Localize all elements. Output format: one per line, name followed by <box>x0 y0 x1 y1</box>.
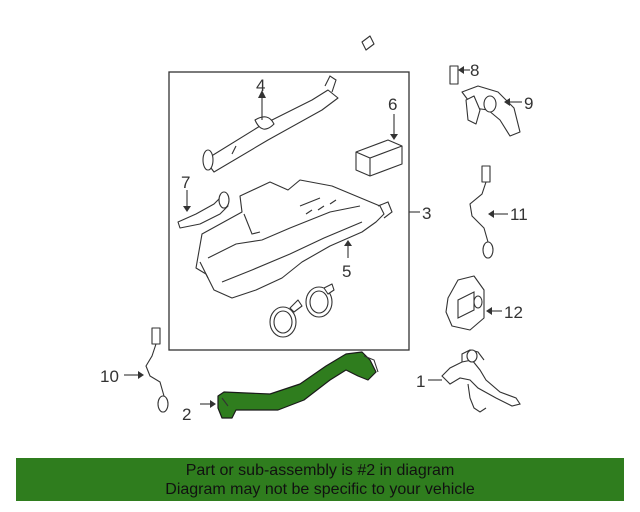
callout-7: 7 <box>181 173 190 192</box>
part-10-sensor <box>145 327 169 413</box>
part-7-nozzle <box>177 191 230 229</box>
callout-10: 10 <box>100 367 119 386</box>
assembly-box <box>168 71 410 351</box>
clamp-right <box>305 283 335 318</box>
callout-6: 6 <box>388 95 397 114</box>
callout-8: 8 <box>470 61 479 80</box>
clamp-left <box>269 299 303 338</box>
callout-5: 5 <box>342 262 351 281</box>
info-banner: Part or sub-assembly is #2 in diagram Di… <box>16 458 624 501</box>
part-8-tube <box>361 35 459 85</box>
callout-12: 12 <box>504 303 523 322</box>
banner-line-1: Part or sub-assembly is #2 in diagram <box>185 462 455 479</box>
part-1-hose <box>441 349 521 413</box>
part-9-bracket <box>461 85 521 137</box>
callout-4: 4 <box>256 76 265 95</box>
part-5-housing <box>195 179 393 299</box>
banner-line-2: Diagram may not be specific to your vehi… <box>165 481 475 498</box>
part-2-hose-highlighted <box>217 351 379 419</box>
parts-diagram: 3 4 6 7 5 <box>100 35 533 424</box>
part-11-sensor <box>469 165 494 259</box>
part-12-module <box>445 275 485 331</box>
part-6-filter <box>355 139 403 177</box>
callout-3: 3 <box>422 204 431 223</box>
part-4-resonator <box>202 75 339 173</box>
callout-1: 1 <box>416 372 425 391</box>
callout-11: 11 <box>510 205 528 224</box>
callout-2: 2 <box>182 405 191 424</box>
callout-9: 9 <box>524 94 533 113</box>
